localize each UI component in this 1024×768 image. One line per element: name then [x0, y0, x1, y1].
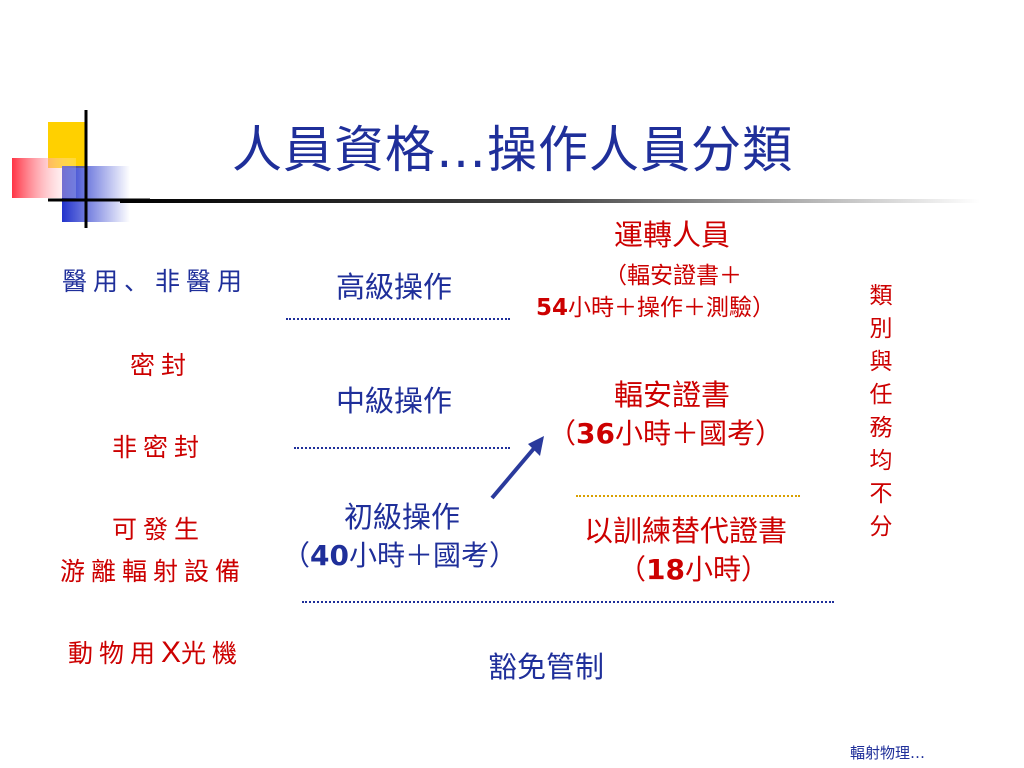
operator-hours: 54	[536, 295, 569, 321]
label-medical: 醫用、非醫用	[62, 267, 249, 296]
tier-basic: 初級操作	[344, 500, 461, 534]
role-cert-requirement: （36小時＋國考）	[548, 412, 783, 452]
upgrade-arrow-icon	[490, 436, 544, 500]
tier-advanced: 高級操作	[336, 270, 453, 304]
vertical-note: 類別與任務均不分	[869, 283, 893, 540]
tier-intermediate: 中級操作	[336, 384, 453, 418]
label-generator-line1: 可發生	[112, 515, 206, 544]
basic-req-hours: 40	[310, 539, 349, 572]
training-req-rest: 小時）	[684, 553, 769, 586]
label-animal-xray: 動物用X光機	[68, 634, 243, 670]
decorative-logo	[0, 100, 150, 230]
basic-req-rest: 小時＋國考）	[348, 539, 517, 572]
role-operator-line1: （輻安證書＋	[604, 263, 742, 289]
role-training-requirement: （18小時）	[618, 548, 769, 588]
training-req-open: （	[618, 553, 647, 586]
label-unsealed: 非密封	[112, 433, 206, 462]
divider-advanced	[286, 318, 510, 320]
role-operator-title: 運轉人員	[614, 218, 731, 252]
role-training-title: 以訓練替代證書	[584, 514, 788, 548]
label-generator-line2: 游離輻射設備	[60, 557, 247, 586]
cert-req-hours: 36	[576, 417, 615, 450]
role-operator-line2: 54小時＋操作＋測驗）	[536, 288, 775, 322]
footer-text: 輻射物理…	[850, 744, 926, 762]
tier-basic-requirement: （40小時＋國考）	[282, 534, 517, 574]
label-animal-post: 光機	[181, 639, 244, 668]
tier-exempt: 豁免管制	[488, 650, 605, 684]
training-req-hours: 18	[646, 553, 685, 586]
divider-intermediate	[294, 447, 510, 449]
label-animal-pre: 動物用	[68, 639, 162, 668]
title-underline	[120, 199, 980, 203]
cert-req-rest: 小時＋國考）	[614, 417, 783, 450]
cert-req-open: （	[548, 417, 577, 450]
divider-bottom	[302, 601, 834, 603]
label-sealed: 密封	[130, 351, 193, 380]
operator-line2-rest: 小時＋操作＋測驗）	[568, 295, 776, 321]
divider-cert	[576, 495, 800, 497]
role-cert-title: 輻安證書	[614, 378, 731, 412]
label-animal-x: X	[161, 636, 182, 669]
basic-req-open: （	[282, 539, 311, 572]
page-title: 人員資格…操作人員分類	[232, 121, 793, 179]
logo-graphic	[12, 110, 150, 228]
